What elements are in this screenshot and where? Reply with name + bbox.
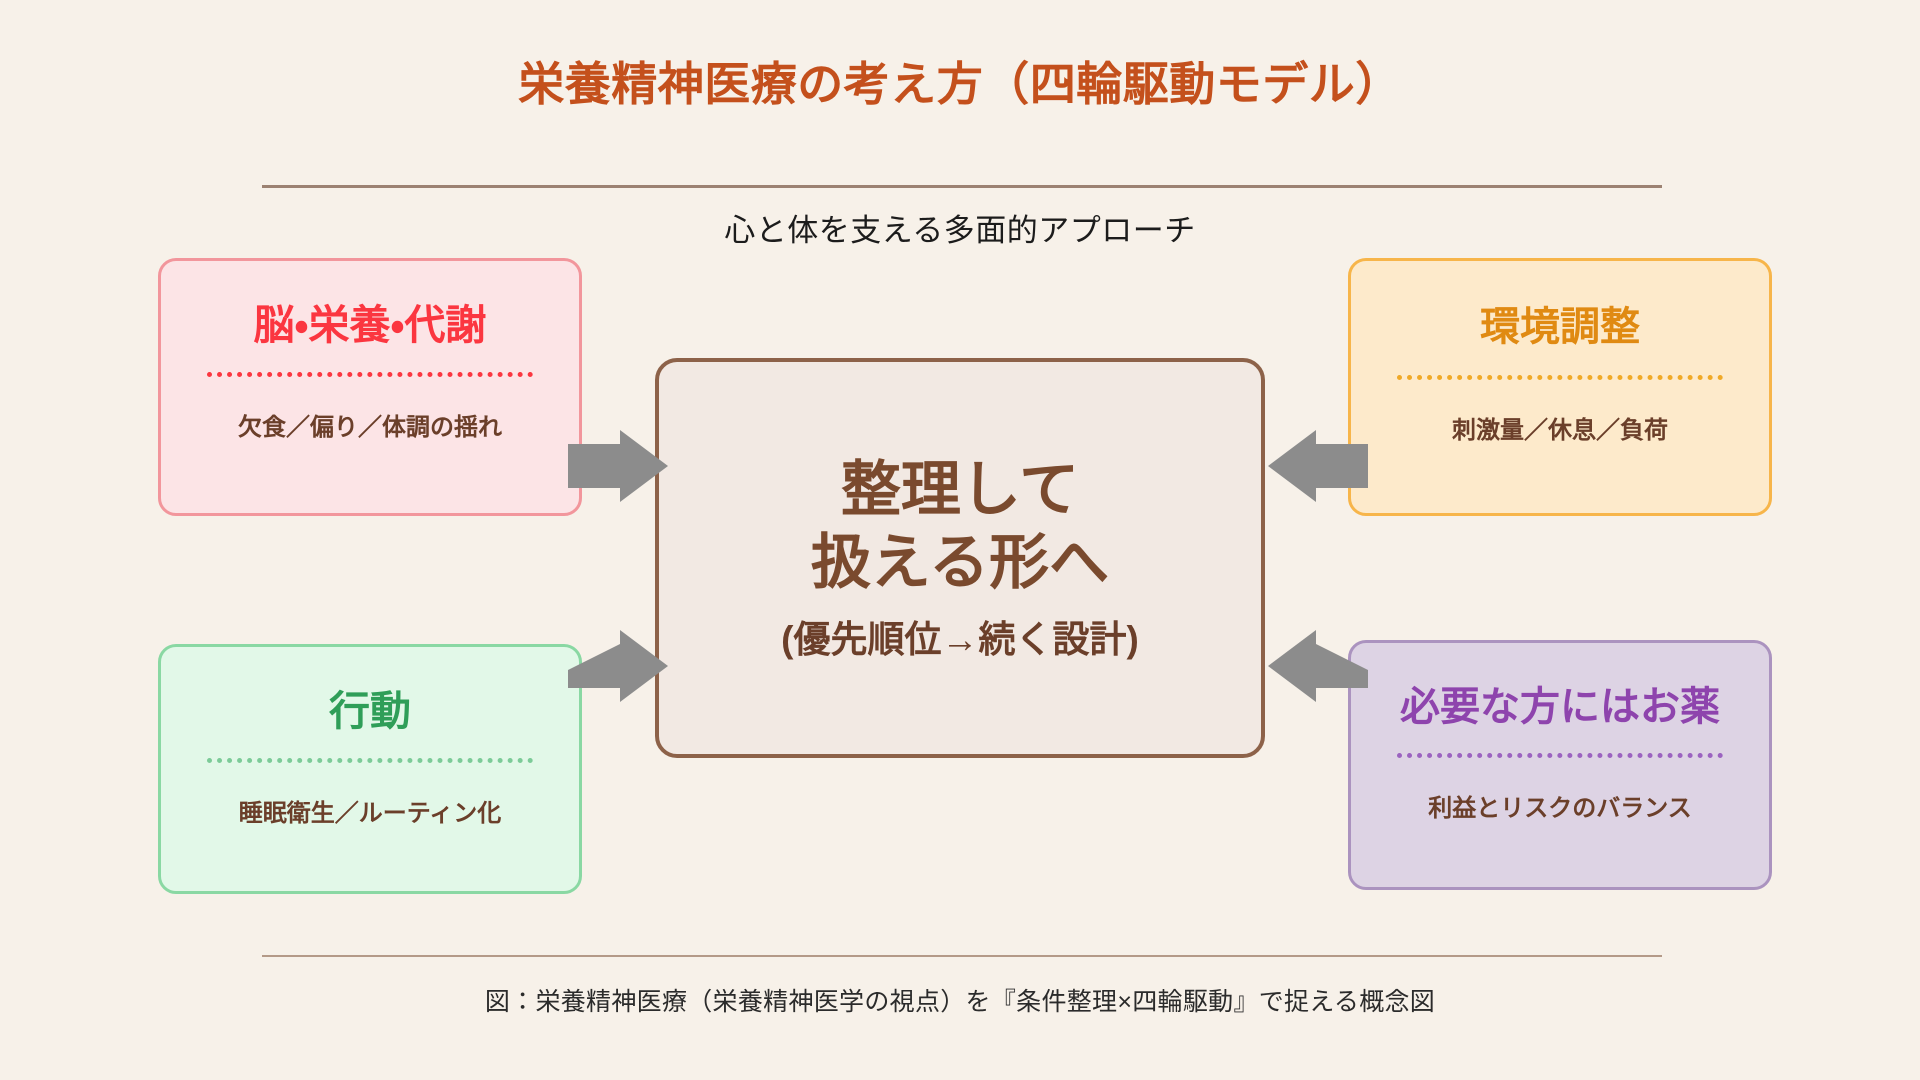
- pillar-description-medication: 利益とリスクのバランス: [1428, 795, 1692, 822]
- pillar-divider-medication: [1396, 753, 1724, 758]
- pillar-description-environment: 刺激量／休息／負荷: [1452, 417, 1668, 444]
- pillar-description-behavior: 睡眠衛生／ルーティン化: [238, 800, 502, 828]
- pillar-title-environment: 環境調整: [1480, 305, 1640, 349]
- pillar-title-brain: 脳・栄養・代謝: [253, 302, 487, 348]
- title-divider: [262, 185, 1662, 188]
- hub-sublabel: (優先順位→続く設計): [781, 619, 1139, 661]
- pillar-divider-environment: [1396, 375, 1724, 380]
- pillar-card-environment[interactable]: 環境調整 刺激量／休息／負荷: [1348, 258, 1772, 516]
- hub-card[interactable]: 整理して 扱える形へ (優先順位→続く設計): [655, 358, 1265, 758]
- pillar-card-behavior[interactable]: 行動 睡眠衛生／ルーティン化: [158, 644, 582, 894]
- pillar-description-brain: 欠食／偏り／体調の揺れ: [238, 414, 502, 442]
- pillar-divider-brain: [206, 372, 534, 378]
- page-title: 栄養精神医療の考え方（四輪駆動モデル）: [518, 58, 1402, 110]
- page-subtitle: 心と体を支える多面的アプローチ: [724, 213, 1196, 248]
- pillar-title-behavior: 行動: [329, 688, 411, 734]
- pillar-divider-behavior: [206, 758, 534, 764]
- hub-line-2: 扱える形へ: [810, 529, 1110, 596]
- hub-line-1: 整理して: [840, 455, 1080, 523]
- pillar-card-brain[interactable]: 脳・栄養・代謝 欠食／偏り／体調の揺れ: [158, 258, 582, 516]
- footer-caption: 図：栄養精神医療（栄養精神医学の視点）を『条件整理×四輪駆動』で捉える概念図: [484, 988, 1436, 1016]
- footer-divider: [262, 955, 1662, 957]
- pillar-card-medication[interactable]: 必要な方にはお薬 利益とリスクのバランス: [1348, 640, 1772, 890]
- pillar-title-medication: 必要な方にはお薬: [1400, 685, 1720, 729]
